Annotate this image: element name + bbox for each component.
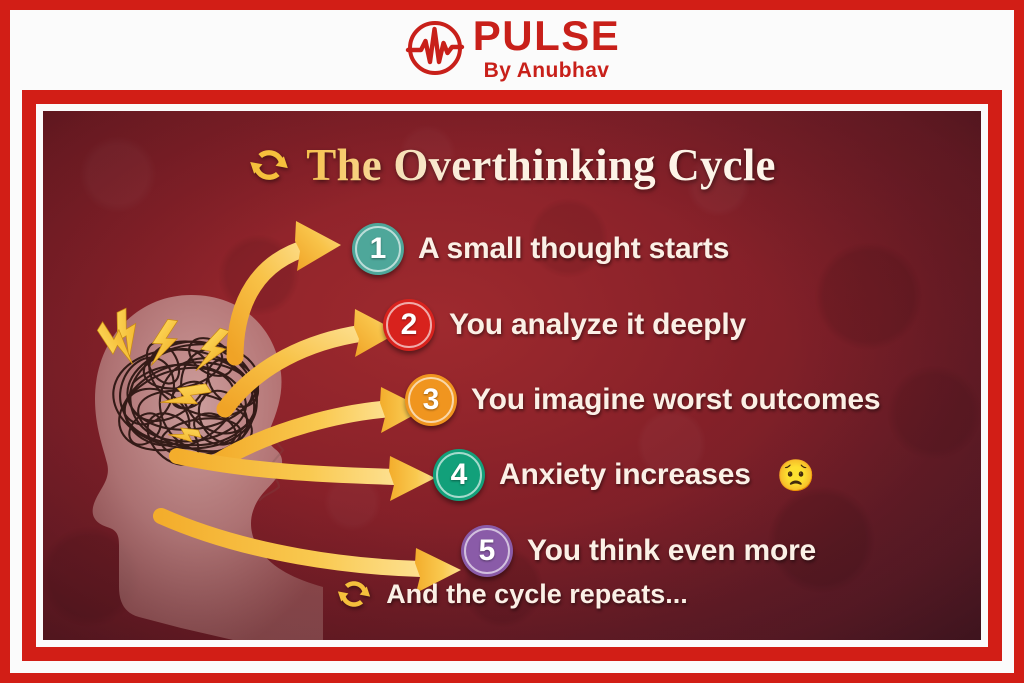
list-item-step-2: 2 You analyze it deeply bbox=[383, 299, 746, 351]
step-badge-1: 1 bbox=[352, 223, 404, 275]
brand-name: PULSE bbox=[472, 12, 621, 59]
step-badge-5: 5 bbox=[461, 525, 513, 577]
cycle-refresh-icon bbox=[338, 581, 371, 607]
list-item-step-4: 4 Anxiety increases 😟 bbox=[433, 449, 815, 501]
step-label-1: A small thought starts bbox=[418, 232, 730, 265]
pulse-ecg-circle-icon bbox=[405, 21, 464, 75]
step-badge-3: 3 bbox=[405, 374, 457, 426]
step-label-3: You imagine worst outcomes bbox=[471, 383, 881, 416]
brand-text-block: PULSE By Anubhav bbox=[472, 12, 621, 82]
step-label-5: You think even more bbox=[527, 534, 817, 567]
poster-canvas: The Overthinking Cycle 1 A small thought… bbox=[43, 111, 981, 640]
brand-tagline: By Anubhav bbox=[483, 59, 610, 82]
step-badge-4: 4 bbox=[433, 449, 485, 501]
page-title: The Overthinking Cycle bbox=[306, 140, 776, 190]
cycle-refresh-icon bbox=[250, 150, 289, 180]
anxious-face-emoji: 😟 bbox=[776, 457, 816, 493]
list-item-step-3: 3 You imagine worst outcomes bbox=[405, 374, 881, 426]
step-label-4: Anxiety increases bbox=[499, 458, 751, 491]
footer-caption: And the cycle repeats... bbox=[386, 578, 688, 609]
list-item-step-5: 5 You think even more bbox=[461, 525, 816, 577]
brand-header: PULSE By Anubhav bbox=[10, 10, 1014, 88]
list-item-step-1: 1 A small thought starts bbox=[352, 223, 729, 275]
poster-footer-row: And the cycle repeats... bbox=[43, 576, 981, 612]
step-badge-2: 2 bbox=[383, 299, 435, 351]
brand-lockup: PULSE By Anubhav bbox=[404, 15, 621, 81]
poster-title-row: The Overthinking Cycle bbox=[43, 139, 981, 191]
step-label-2: You analyze it deeply bbox=[449, 308, 747, 341]
